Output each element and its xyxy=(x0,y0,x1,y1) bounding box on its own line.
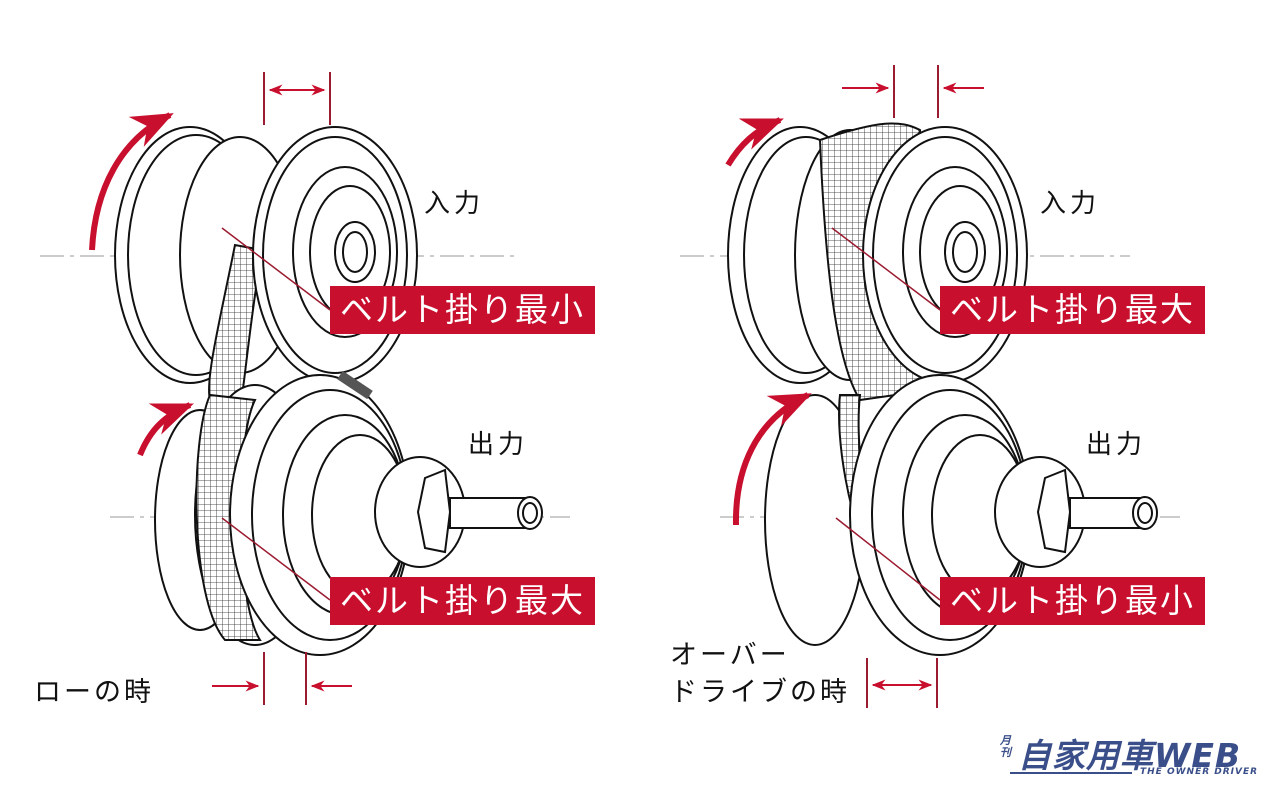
left-input-callout: ベルト掛り最小 xyxy=(330,286,595,334)
left-output-label: 出力 xyxy=(468,430,529,460)
left-input-label: 入力 xyxy=(424,189,485,219)
left-gap-indicators xyxy=(212,72,352,705)
logo-tagline: THE OWNER DRIVER xyxy=(1140,767,1259,777)
left-state-caption: ローの時 xyxy=(34,677,154,708)
right-rotation-arrows xyxy=(725,117,812,526)
right-gap-indicators xyxy=(831,65,984,708)
logo-monthly-mark: 月刊 xyxy=(1000,734,1011,759)
left-rotation-arrows xyxy=(89,112,194,457)
logo-wordmark: 自家用車WEB xyxy=(1018,736,1242,775)
right-input-label: 入力 xyxy=(1040,189,1101,219)
right-state-caption-line1: オーバー xyxy=(670,640,790,671)
left-output-callout: ベルト掛り最大 xyxy=(330,577,595,625)
logo-rule xyxy=(1010,772,1132,774)
left-panel-art xyxy=(40,126,570,656)
right-input-callout: ベルト掛り最大 xyxy=(940,286,1205,334)
right-output-callout: ベルト掛り最小 xyxy=(940,577,1205,625)
right-output-label: 出力 xyxy=(1086,430,1147,460)
right-panel-art xyxy=(680,122,1180,656)
publisher-logo: 月刊 自家用車WEB THE OWNER DRIVER xyxy=(1000,733,1260,783)
right-state-caption-line2: ドライブの時 xyxy=(670,677,850,708)
